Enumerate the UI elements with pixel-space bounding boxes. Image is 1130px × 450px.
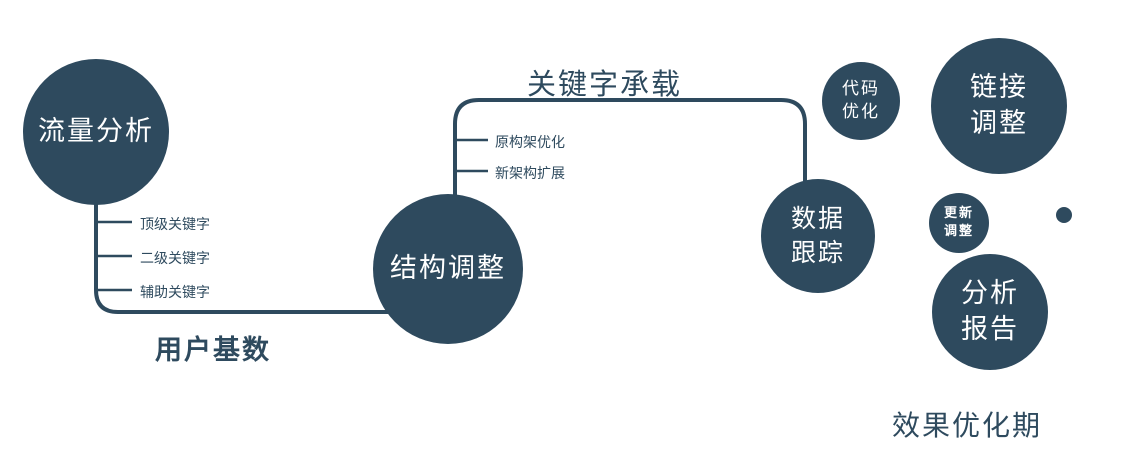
node-update-adjustment: 更新 调整 xyxy=(929,193,989,253)
tick-label-top-keywords: 顶级关键字 xyxy=(140,217,210,233)
node-traffic-analysis: 流量分析 xyxy=(23,59,169,205)
node-label: 更新 调整 xyxy=(943,206,974,239)
node-label: 结构调整 xyxy=(390,252,506,284)
node-link-adjustment: 链接 调整 xyxy=(931,38,1067,174)
edge-keyword-bearing xyxy=(453,98,807,215)
tick-label-original-architecture: 原构架优化 xyxy=(495,135,565,151)
label-keyword-bearing: 关键字承载 xyxy=(527,67,683,101)
node-analysis-report: 分析 报告 xyxy=(932,254,1048,370)
node-data-tracking: 数据 跟踪 xyxy=(761,179,875,293)
tick-label-auxiliary-keywords: 辅助关键字 xyxy=(140,285,210,301)
label-user-base: 用户基数 xyxy=(155,335,271,366)
node-label: 代码 优化 xyxy=(842,79,880,122)
edge-user-base xyxy=(94,130,400,314)
tick-label-new-architecture: 新架构扩展 xyxy=(495,166,565,182)
bullet-dot xyxy=(1056,207,1072,223)
node-label: 链接 调整 xyxy=(970,71,1028,139)
node-label: 数据 跟踪 xyxy=(790,204,845,267)
node-label: 流量分析 xyxy=(38,115,154,147)
node-label: 分析 报告 xyxy=(961,277,1019,345)
node-code-optimization: 代码 优化 xyxy=(822,62,900,140)
label-effect-optimization-period: 效果优化期 xyxy=(892,409,1043,442)
node-structure-adjustment: 结构调整 xyxy=(373,194,523,344)
tick-label-secondary-keywords: 二级关键字 xyxy=(140,251,210,267)
